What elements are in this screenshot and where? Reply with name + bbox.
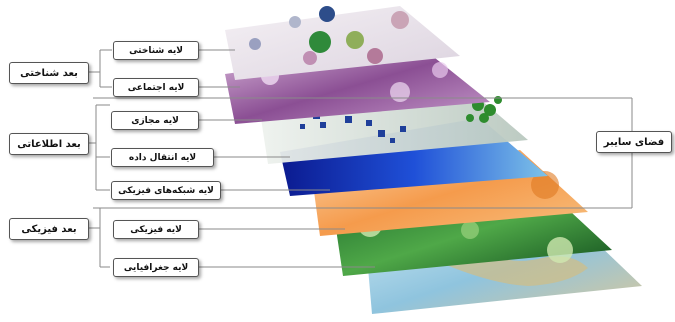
- label-data-transfer-layer: لایه انتقال داده: [111, 148, 214, 167]
- dimension-physical: بعد فیزیکی: [9, 218, 89, 240]
- label-physical-network-layer: لایه شبکه‌های فیزیکی: [111, 181, 221, 200]
- label-cyberspace: فضای سایبر: [596, 131, 672, 153]
- dimension-cognitive: بعد شناختی: [9, 62, 89, 84]
- label-cognitive-layer: لایه شناختی: [113, 41, 199, 60]
- label-physical-layer: لایه فیزیکی: [113, 220, 199, 239]
- dimension-information: بعد اطلاعاتی: [9, 133, 89, 155]
- label-virtual-layer: لایه مجازی: [111, 111, 199, 130]
- label-geographic-layer: لایه جغرافیایی: [113, 258, 199, 277]
- label-social-layer: لایه اجتماعی: [113, 78, 199, 97]
